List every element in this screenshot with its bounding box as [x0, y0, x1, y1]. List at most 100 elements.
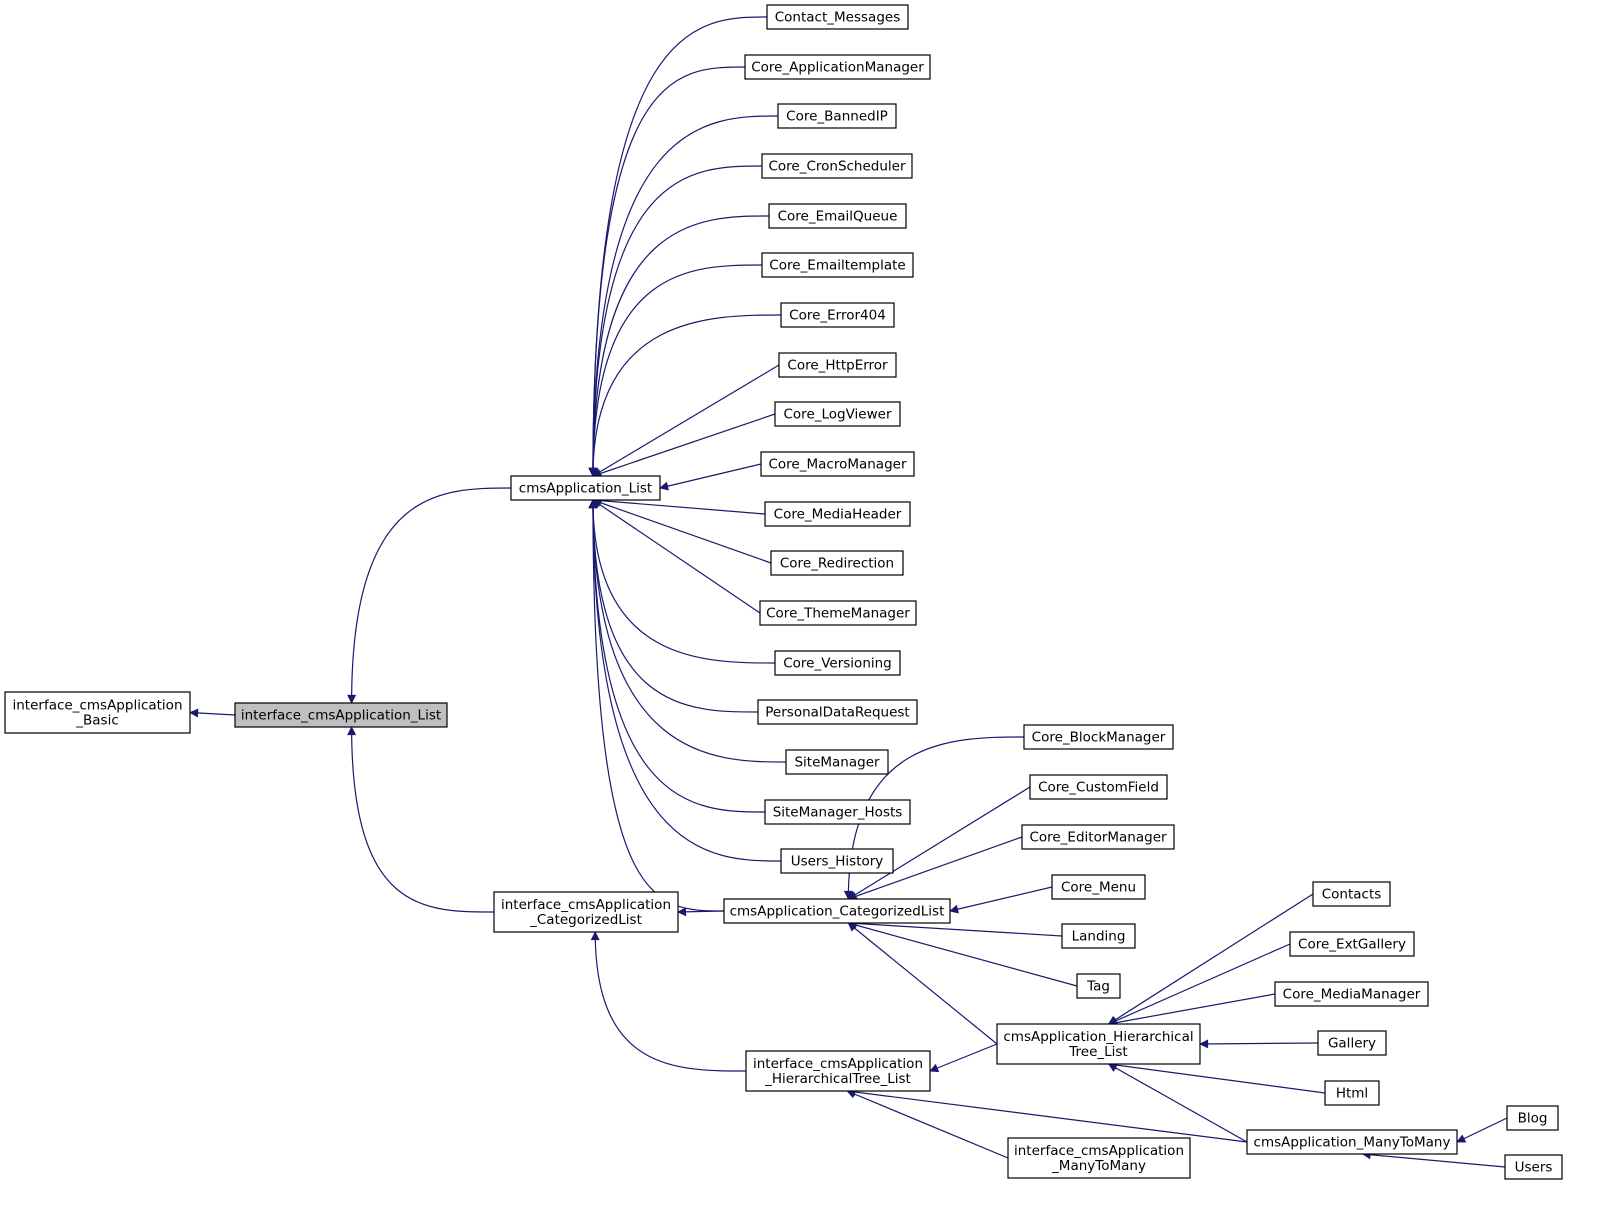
edge-ihier-to-icat	[590, 931, 747, 1072]
node-core-error404[interactable]: Core_Error404	[780, 302, 895, 328]
node-ilist[interactable]: interface_cmsApplication_List	[234, 702, 448, 728]
node-core-extgallery[interactable]: Core_ExtGallery	[1289, 931, 1415, 957]
node-label: Users	[1515, 1160, 1553, 1176]
node-tag[interactable]: Tag	[1076, 973, 1121, 999]
edge-cmtm-to-chier	[1107, 1063, 1248, 1143]
node-sitemanager-hosts[interactable]: SiteManager_Hosts	[764, 799, 911, 825]
edge-core_menu-to-ccat	[949, 886, 1053, 914]
node-label: Landing	[1072, 929, 1126, 945]
node-label: Core_Menu	[1061, 880, 1136, 896]
edge-core_extgallery-to-chier	[1107, 943, 1291, 1025]
node-label: Tag	[1086, 979, 1110, 995]
node-cmtm[interactable]: cmsApplication_ManyToMany	[1246, 1129, 1458, 1155]
node-core-logviewer[interactable]: Core_LogViewer	[774, 401, 901, 427]
node-gallery[interactable]: Gallery	[1317, 1030, 1387, 1056]
node-label: Contacts	[1322, 887, 1382, 903]
node-label: cmsApplication_Hierarchical	[1003, 1029, 1193, 1045]
node-box	[1076, 973, 1121, 999]
node-label: Core_EditorManager	[1029, 830, 1167, 846]
edge-core_macromgr-to-clist	[659, 463, 762, 491]
node-box	[757, 699, 918, 725]
node-users[interactable]: Users	[1504, 1154, 1563, 1180]
node-label: interface_cmsApplication	[1014, 1143, 1184, 1159]
node-core-emailtemplate[interactable]: Core_Emailtemplate	[761, 252, 914, 278]
edge-sitemanager_hosts-to-clist	[588, 499, 766, 813]
node-box	[768, 203, 907, 229]
node-personaldatarequest[interactable]: PersonalDataRequest	[757, 699, 918, 725]
node-label: Core_HttpError	[787, 358, 888, 374]
edge-chier-to-ccat	[847, 922, 998, 1045]
node-icat[interactable]: interface_cmsApplication_CategorizedList	[493, 891, 679, 933]
node-label: Core_ExtGallery	[1298, 937, 1406, 953]
node-label: Core_CustomField	[1038, 780, 1159, 796]
node-basic[interactable]: interface_cmsApplication_Basic	[4, 691, 191, 734]
node-core-mediamgr[interactable]: Core_MediaManager	[1274, 981, 1429, 1007]
edge-core_redirection-to-clist	[592, 498, 772, 564]
node-box	[1274, 981, 1429, 1007]
node-core-bannedip[interactable]: Core_BannedIP	[777, 103, 897, 129]
edge-core_customfield-to-ccat	[847, 786, 1031, 900]
node-box	[234, 702, 448, 728]
edge-clist-to-ilist	[347, 487, 512, 704]
node-core-blockmgr[interactable]: Core_BlockManager	[1023, 724, 1174, 750]
node-box	[1061, 923, 1136, 949]
node-landing[interactable]: Landing	[1061, 923, 1136, 949]
edge-users-to-cmtm	[1361, 1150, 1506, 1168]
edge-blog-to-cmtm	[1456, 1117, 1508, 1143]
node-box	[761, 153, 913, 179]
node-core-menu[interactable]: Core_Menu	[1051, 874, 1146, 900]
node-label: _Basic	[75, 713, 119, 729]
node-html[interactable]: Html	[1324, 1080, 1380, 1106]
node-core-thememgr[interactable]: Core_ThemeManager	[759, 600, 917, 626]
node-core-macromgr[interactable]: Core_MacroManager	[760, 451, 915, 477]
node-label: Core_BlockManager	[1032, 730, 1166, 746]
node-label: Core_MediaHeader	[774, 507, 902, 523]
edge-icat-to-ilist	[347, 726, 495, 913]
node-core-mediaheader[interactable]: Core_MediaHeader	[764, 501, 911, 527]
node-clist[interactable]: cmsApplication_List	[510, 475, 661, 501]
node-box	[760, 451, 915, 477]
node-label: Core_Redirection	[780, 556, 894, 572]
node-label: Core_EmailQueue	[778, 209, 898, 225]
node-label: Core_CronScheduler	[768, 159, 906, 175]
edge-contact_messages-to-clist	[588, 16, 768, 477]
node-label: interface_cmsApplication_List	[241, 708, 441, 724]
edge-contacts-to-chier	[1107, 893, 1314, 1025]
node-label: Core_Versioning	[783, 656, 892, 672]
node-box	[723, 898, 951, 924]
node-contact-messages[interactable]: Contact_Messages	[766, 4, 909, 30]
node-sitemanager[interactable]: SiteManager	[785, 749, 889, 775]
node-box	[1246, 1129, 1458, 1155]
node-core-redirection[interactable]: Core_Redirection	[770, 550, 904, 576]
edge-ilist-to-basic	[189, 708, 236, 718]
node-contacts[interactable]: Contacts	[1312, 881, 1391, 907]
node-core-httperror[interactable]: Core_HttpError	[778, 352, 897, 378]
node-label: Core_ApplicationManager	[751, 60, 924, 76]
node-imtm[interactable]: interface_cmsApplication_ManyToMany	[1007, 1137, 1191, 1179]
node-box	[1021, 824, 1175, 850]
node-label: cmsApplication_List	[519, 481, 652, 497]
edge-users_history-to-clist	[588, 499, 782, 862]
node-label: Html	[1336, 1086, 1368, 1102]
edge-ccat-to-icat	[677, 907, 725, 917]
node-core-versioning[interactable]: Core_Versioning	[774, 650, 901, 676]
node-core-emailqueue[interactable]: Core_EmailQueue	[768, 203, 907, 229]
node-ccat[interactable]: cmsApplication_CategorizedList	[723, 898, 951, 924]
node-core-appmgr[interactable]: Core_ApplicationManager	[744, 54, 931, 80]
node-box	[764, 501, 911, 527]
edge-personaldatarequest-to-clist	[588, 499, 759, 713]
node-box	[1051, 874, 1146, 900]
node-label: interface_cmsApplication	[501, 897, 671, 913]
node-core-cron[interactable]: Core_CronScheduler	[761, 153, 913, 179]
node-label: Core_BannedIP	[786, 109, 888, 125]
node-box	[1007, 1137, 1191, 1179]
node-chier[interactable]: cmsApplication_HierarchicalTree_List	[996, 1023, 1201, 1065]
node-users-history[interactable]: Users_History	[780, 848, 894, 874]
node-box	[761, 252, 914, 278]
edge-ccat-to-clist	[588, 499, 725, 912]
node-label: Core_Emailtemplate	[769, 258, 905, 274]
node-core-editormgr[interactable]: Core_EditorManager	[1021, 824, 1175, 850]
node-ihier[interactable]: interface_cmsApplication_HierarchicalTre…	[745, 1050, 931, 1092]
node-core-customfield[interactable]: Core_CustomField	[1029, 774, 1168, 800]
node-blog[interactable]: Blog	[1506, 1105, 1559, 1131]
